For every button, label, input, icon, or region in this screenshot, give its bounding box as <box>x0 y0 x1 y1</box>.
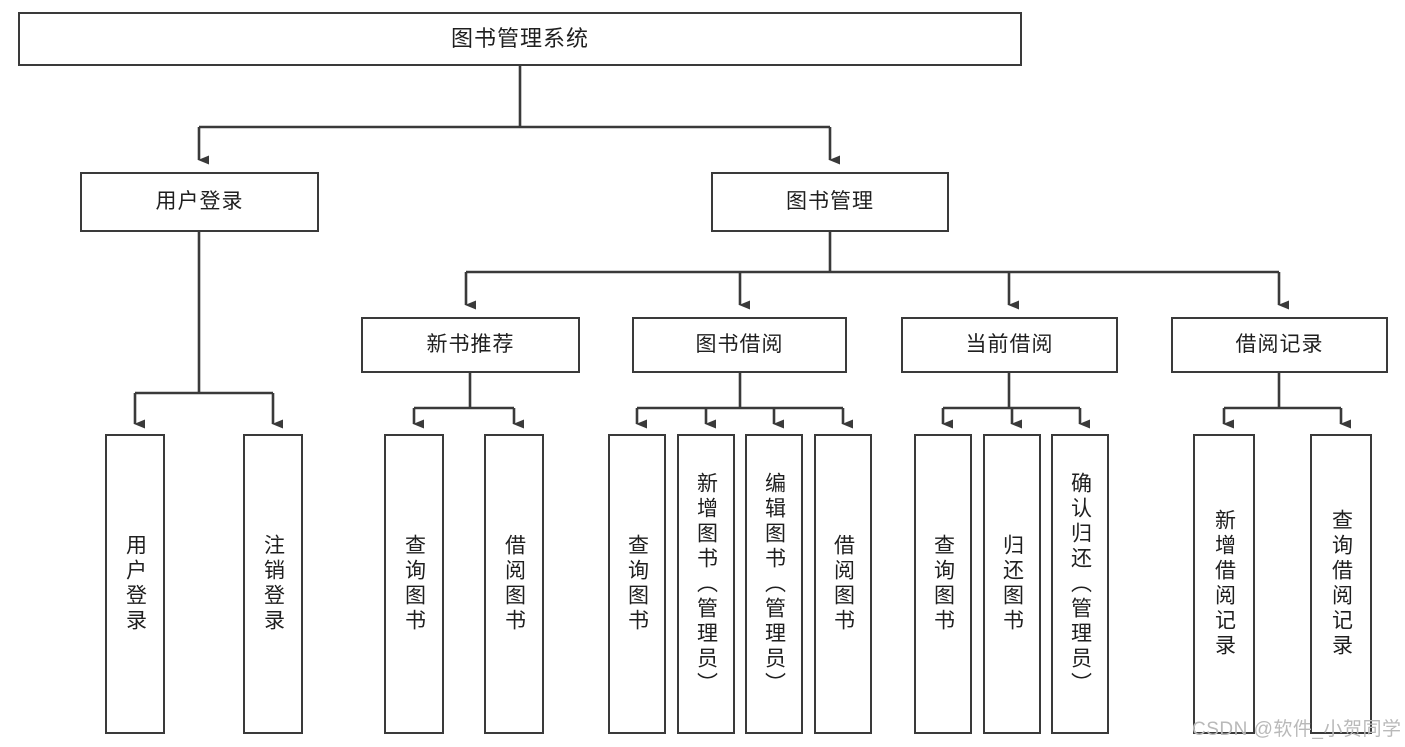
node-leaf-user-login-label: 用户登录 <box>123 534 147 634</box>
node-leaf-query-borrow-record[interactable]: 查询借阅记录 <box>1310 434 1372 734</box>
node-leaf-borrow-book-1-label: 借阅图书 <box>502 534 526 634</box>
node-book-borrow[interactable]: 图书借阅 <box>632 317 847 373</box>
node-leaf-add-borrow-record[interactable]: 新增借阅记录 <box>1193 434 1255 734</box>
node-leaf-borrow-book-2[interactable]: 借阅图书 <box>814 434 872 734</box>
node-book-manage-label: 图书管理 <box>786 189 874 213</box>
node-leaf-user-login[interactable]: 用户登录 <box>105 434 165 734</box>
node-leaf-confirm-return-label: 确认归还（管理员） <box>1068 471 1092 697</box>
node-root-label: 图书管理系统 <box>450 26 589 52</box>
node-leaf-edit-book-label: 编辑图书（管理员） <box>762 471 786 697</box>
node-borrow-record-label: 借阅记录 <box>1235 332 1324 356</box>
node-leaf-query-book-1-label: 查询图书 <box>402 534 426 634</box>
node-current-borrow-label: 当前借阅 <box>965 332 1054 356</box>
node-new-book-recommend[interactable]: 新书推荐 <box>361 317 580 373</box>
node-leaf-query-book-3[interactable]: 查询图书 <box>914 434 972 734</box>
node-leaf-borrow-book-1[interactable]: 借阅图书 <box>484 434 544 734</box>
node-leaf-query-borrow-record-label: 查询借阅记录 <box>1329 509 1353 659</box>
node-leaf-user-logout[interactable]: 注销登录 <box>243 434 303 734</box>
node-leaf-confirm-return[interactable]: 确认归还（管理员） <box>1051 434 1109 734</box>
node-leaf-query-book-3-label: 查询图书 <box>931 534 955 634</box>
node-book-borrow-label: 图书借阅 <box>695 332 784 356</box>
node-root[interactable]: 图书管理系统 <box>18 12 1022 66</box>
csdn-watermark: CSDN @软件_小贺同学 <box>1192 719 1402 740</box>
node-leaf-borrow-book-2-label: 借阅图书 <box>831 534 855 634</box>
node-user-login-label: 用户登录 <box>155 189 244 213</box>
node-leaf-return-book[interactable]: 归还图书 <box>983 434 1041 734</box>
node-new-book-recommend-label: 新书推荐 <box>426 332 515 356</box>
node-book-manage[interactable]: 图书管理 <box>711 172 949 232</box>
node-current-borrow[interactable]: 当前借阅 <box>901 317 1118 373</box>
node-leaf-edit-book[interactable]: 编辑图书（管理员） <box>745 434 803 734</box>
node-leaf-add-borrow-record-label: 新增借阅记录 <box>1212 509 1236 659</box>
node-leaf-add-book-label: 新增图书（管理员） <box>694 471 718 697</box>
node-leaf-user-logout-label: 注销登录 <box>261 534 285 634</box>
node-leaf-query-book-2-label: 查询图书 <box>625 534 649 634</box>
node-leaf-query-book-2[interactable]: 查询图书 <box>608 434 666 734</box>
node-borrow-record[interactable]: 借阅记录 <box>1171 317 1388 373</box>
node-leaf-query-book-1[interactable]: 查询图书 <box>384 434 444 734</box>
node-leaf-add-book[interactable]: 新增图书（管理员） <box>677 434 735 734</box>
node-leaf-return-book-label: 归还图书 <box>1000 534 1024 634</box>
node-user-login[interactable]: 用户登录 <box>80 172 319 232</box>
